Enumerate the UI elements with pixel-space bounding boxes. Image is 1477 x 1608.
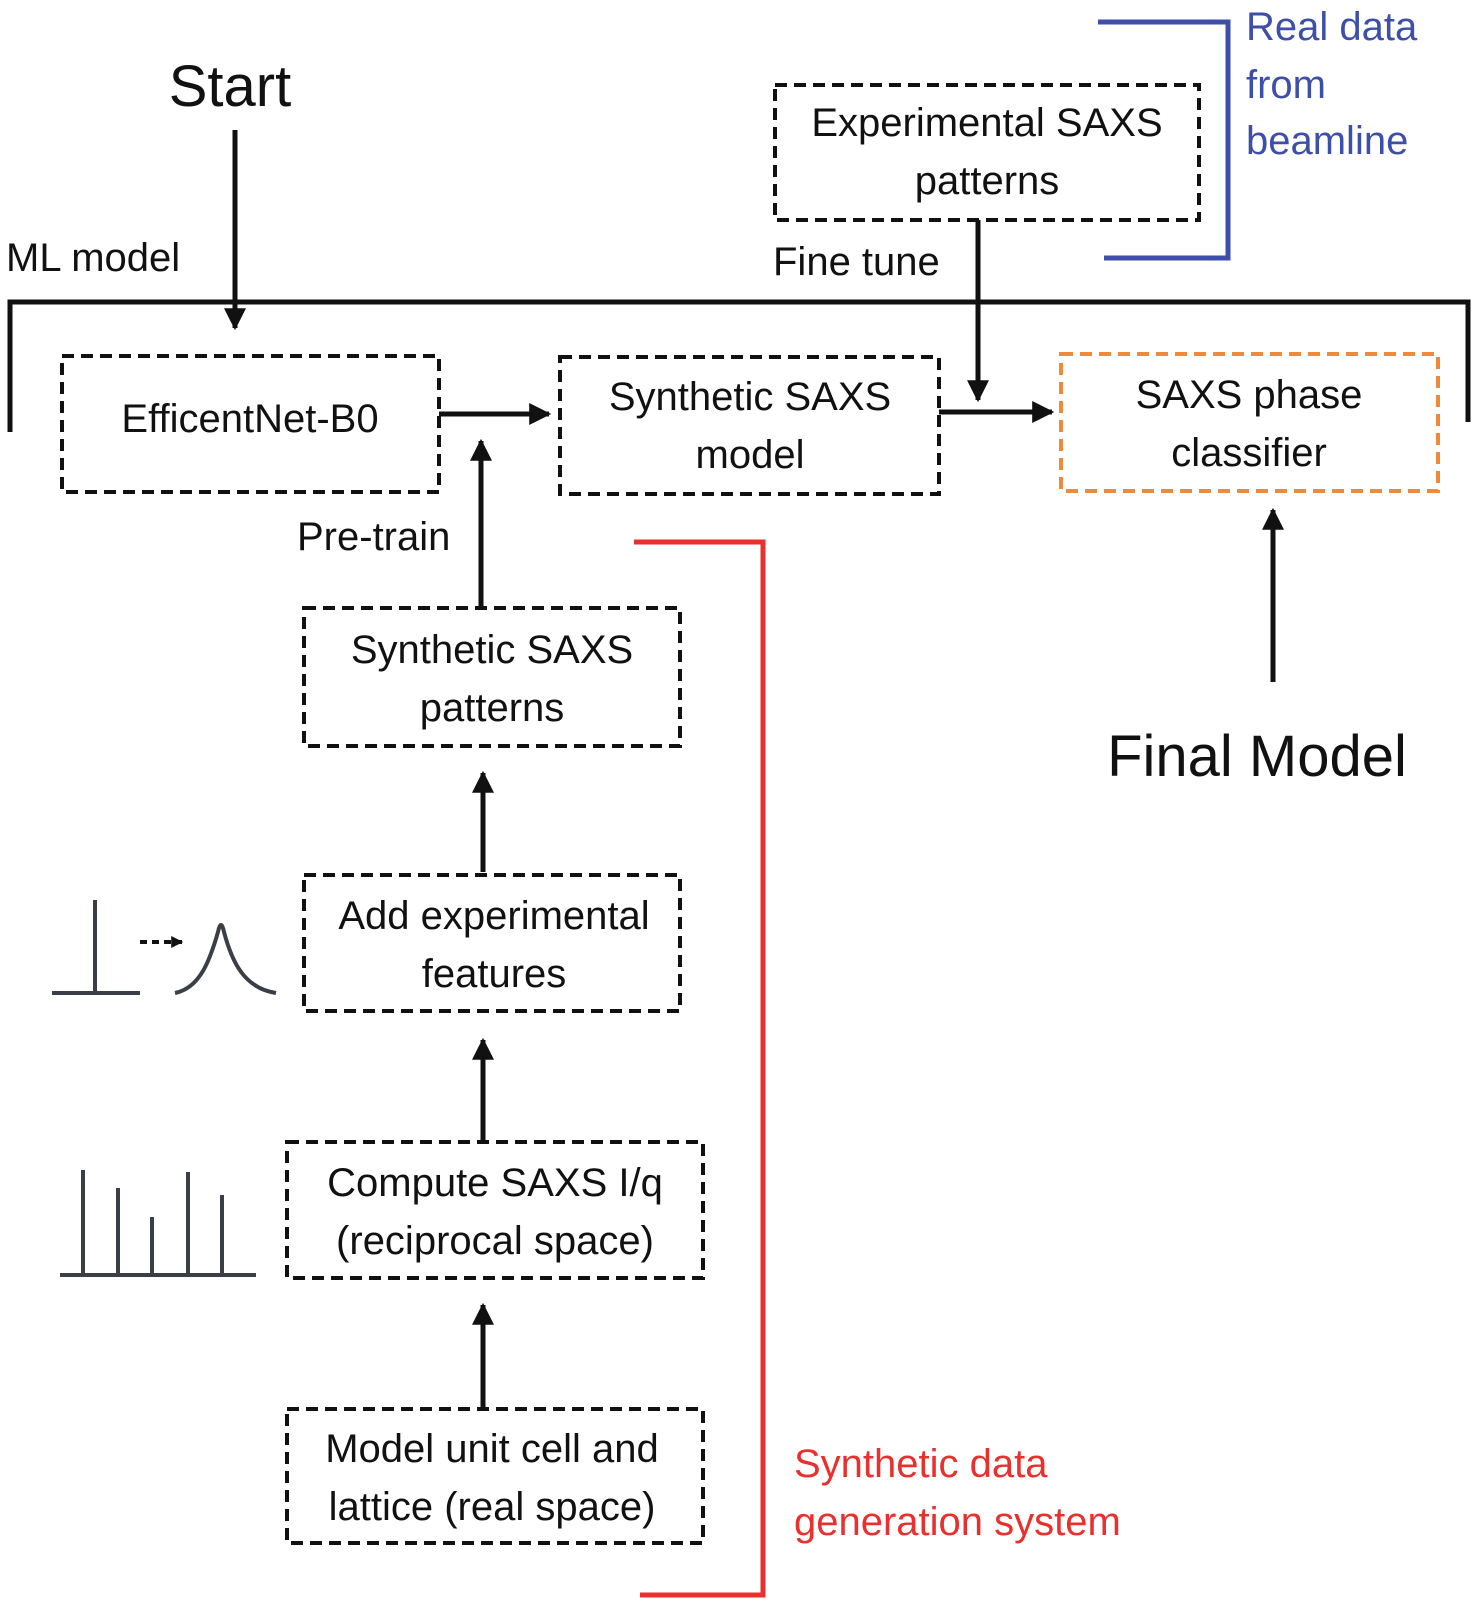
classifier-line-1: SAXS phase [1136,373,1363,417]
synthetic-system-line-1: Synthetic data [794,1442,1048,1486]
synthetic-model-line-1: Synthetic SAXS [609,375,891,419]
experimental-line-1: Experimental SAXS [811,101,1162,145]
real-data-bracket [1098,19,1231,261]
experimental-line-2: patterns [915,159,1060,203]
ml-model-label: ML model [6,236,180,280]
real-data-line-1: Real data [1246,5,1418,49]
real-data-line-2: from [1246,63,1326,107]
compute-line-1: Compute SAXS I/q [327,1161,663,1205]
add-features-line-1: Add experimental [338,894,649,938]
synthetic-patterns-line-2: patterns [420,686,565,730]
efficientnet-label: EfficentNet-B0 [121,397,378,441]
ml-model-bracket [7,299,1471,432]
model-unit-box[interactable]: Model unit cell and lattice (real space) [285,1407,705,1545]
experimental-patterns-box[interactable]: Experimental SAXS patterns [773,83,1201,222]
fine-tune-label: Fine tune [773,240,940,284]
add-features-box[interactable]: Add experimental features [302,873,682,1013]
synthetic-patterns-line-1: Synthetic SAXS [351,628,633,672]
synthetic-system-bracket [634,539,766,1598]
saxs-spectrum-icon [60,1170,256,1277]
compute-box[interactable]: Compute SAXS I/q (reciprocal space) [285,1140,705,1280]
add-features-line-2: features [422,952,567,996]
efficientnet-box[interactable]: EfficentNet-B0 [60,354,441,494]
synthetic-model-box[interactable]: Synthetic SAXS model [558,355,941,496]
classifier-line-2: classifier [1171,431,1327,475]
peak-broadening-icon [52,900,277,995]
start-label: Start [169,54,292,119]
synthetic-system-line-2: generation system [794,1500,1121,1544]
classifier-box[interactable]: SAXS phase classifier [1059,352,1440,493]
final-model-label: Final Model [1107,724,1407,789]
compute-line-2: (reciprocal space) [336,1219,654,1263]
model-unit-line-1: Model unit cell and [325,1427,659,1471]
pre-train-label: Pre-train [297,515,450,559]
model-unit-line-2: lattice (real space) [329,1485,656,1529]
synthetic-patterns-box[interactable]: Synthetic SAXS patterns [302,606,682,748]
synthetic-model-line-2: model [696,433,805,477]
real-data-line-3: beamline [1246,119,1408,163]
